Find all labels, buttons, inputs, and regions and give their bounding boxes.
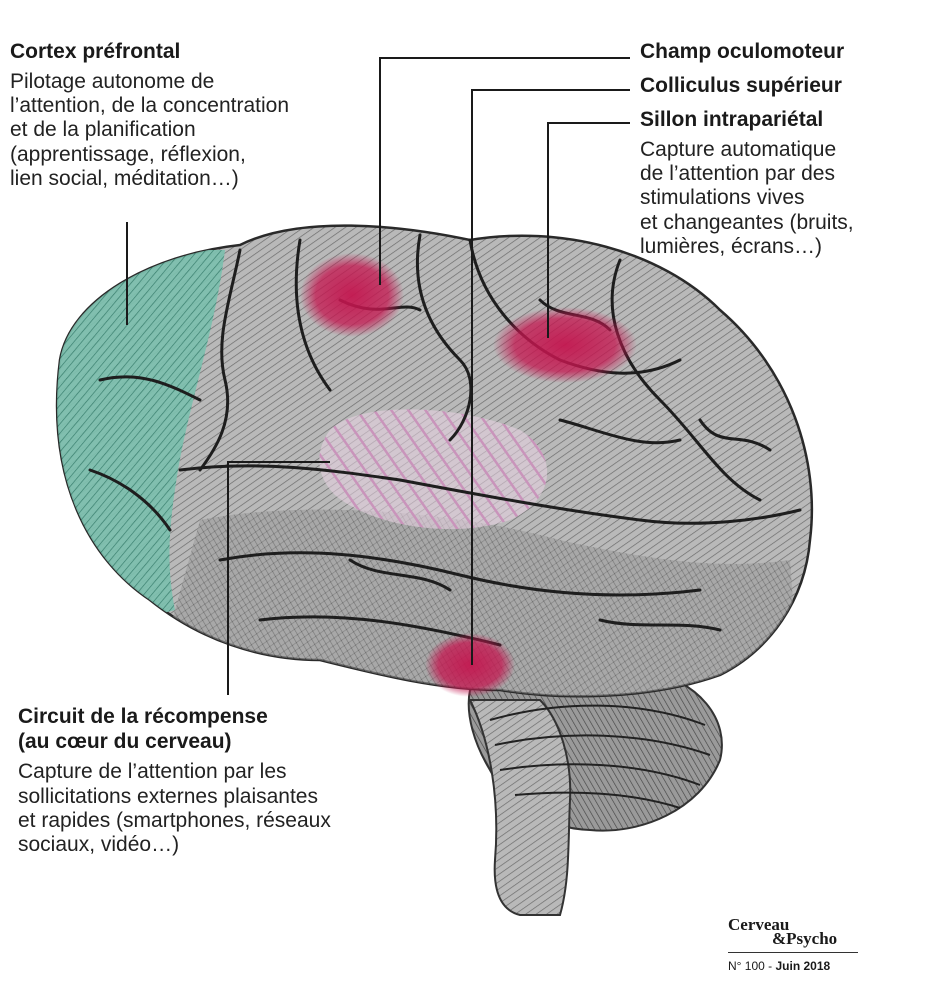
label-champ-oculomoteur: Champ oculomoteur [640, 40, 844, 64]
label-description: Pilotage autonome de l’attention, de la … [10, 70, 290, 190]
hotspot-colliculus [425, 633, 515, 697]
label-title: Sillon intrapariétal [640, 108, 824, 131]
issue-info: N° 100 - Juin 2018 [728, 959, 830, 973]
label-colliculus-superieur: Colliculus supérieur [640, 74, 842, 98]
logo-line-1: Cerveau [728, 915, 790, 934]
issue-number: N° 100 - [728, 959, 773, 973]
label-description: Capture de l’attention par les sollicita… [18, 760, 331, 856]
brainstem [468, 699, 572, 916]
leader-recompense [227, 461, 330, 695]
leader-sillon [547, 122, 630, 338]
label-title: Circuit de la récompense (au cœur du cer… [18, 705, 268, 754]
leader-colliculus [471, 89, 630, 665]
label-description: Capture automatique de l’attention par d… [640, 138, 854, 258]
logo-line-2: &Psycho [772, 929, 838, 948]
hotspot-sillon-intraparietal [493, 307, 637, 383]
reward-circuit-area [319, 409, 548, 530]
leader-champ [379, 57, 630, 285]
logo-divider [728, 952, 858, 953]
label-title: Colliculus supérieur [640, 74, 842, 97]
label-prefrontal-cortex: Cortex préfrontal Pilotage autonome de l… [10, 40, 370, 191]
label-sillon-intraparietal: Sillon intrapariétal Capture automatique… [640, 108, 930, 259]
publication-logo: Cerveau &Psycho N° 100 - Juin 2018 [728, 915, 858, 975]
leader-lines [126, 57, 630, 695]
issue-date: Juin 2018 [775, 959, 831, 973]
label-title: Cortex préfrontal [10, 40, 181, 63]
hotspot-champ-oculomoteur [300, 253, 404, 337]
label-title: Champ oculomoteur [640, 40, 845, 63]
label-circuit-recompense: Circuit de la récompense (au cœur du cer… [18, 704, 418, 857]
